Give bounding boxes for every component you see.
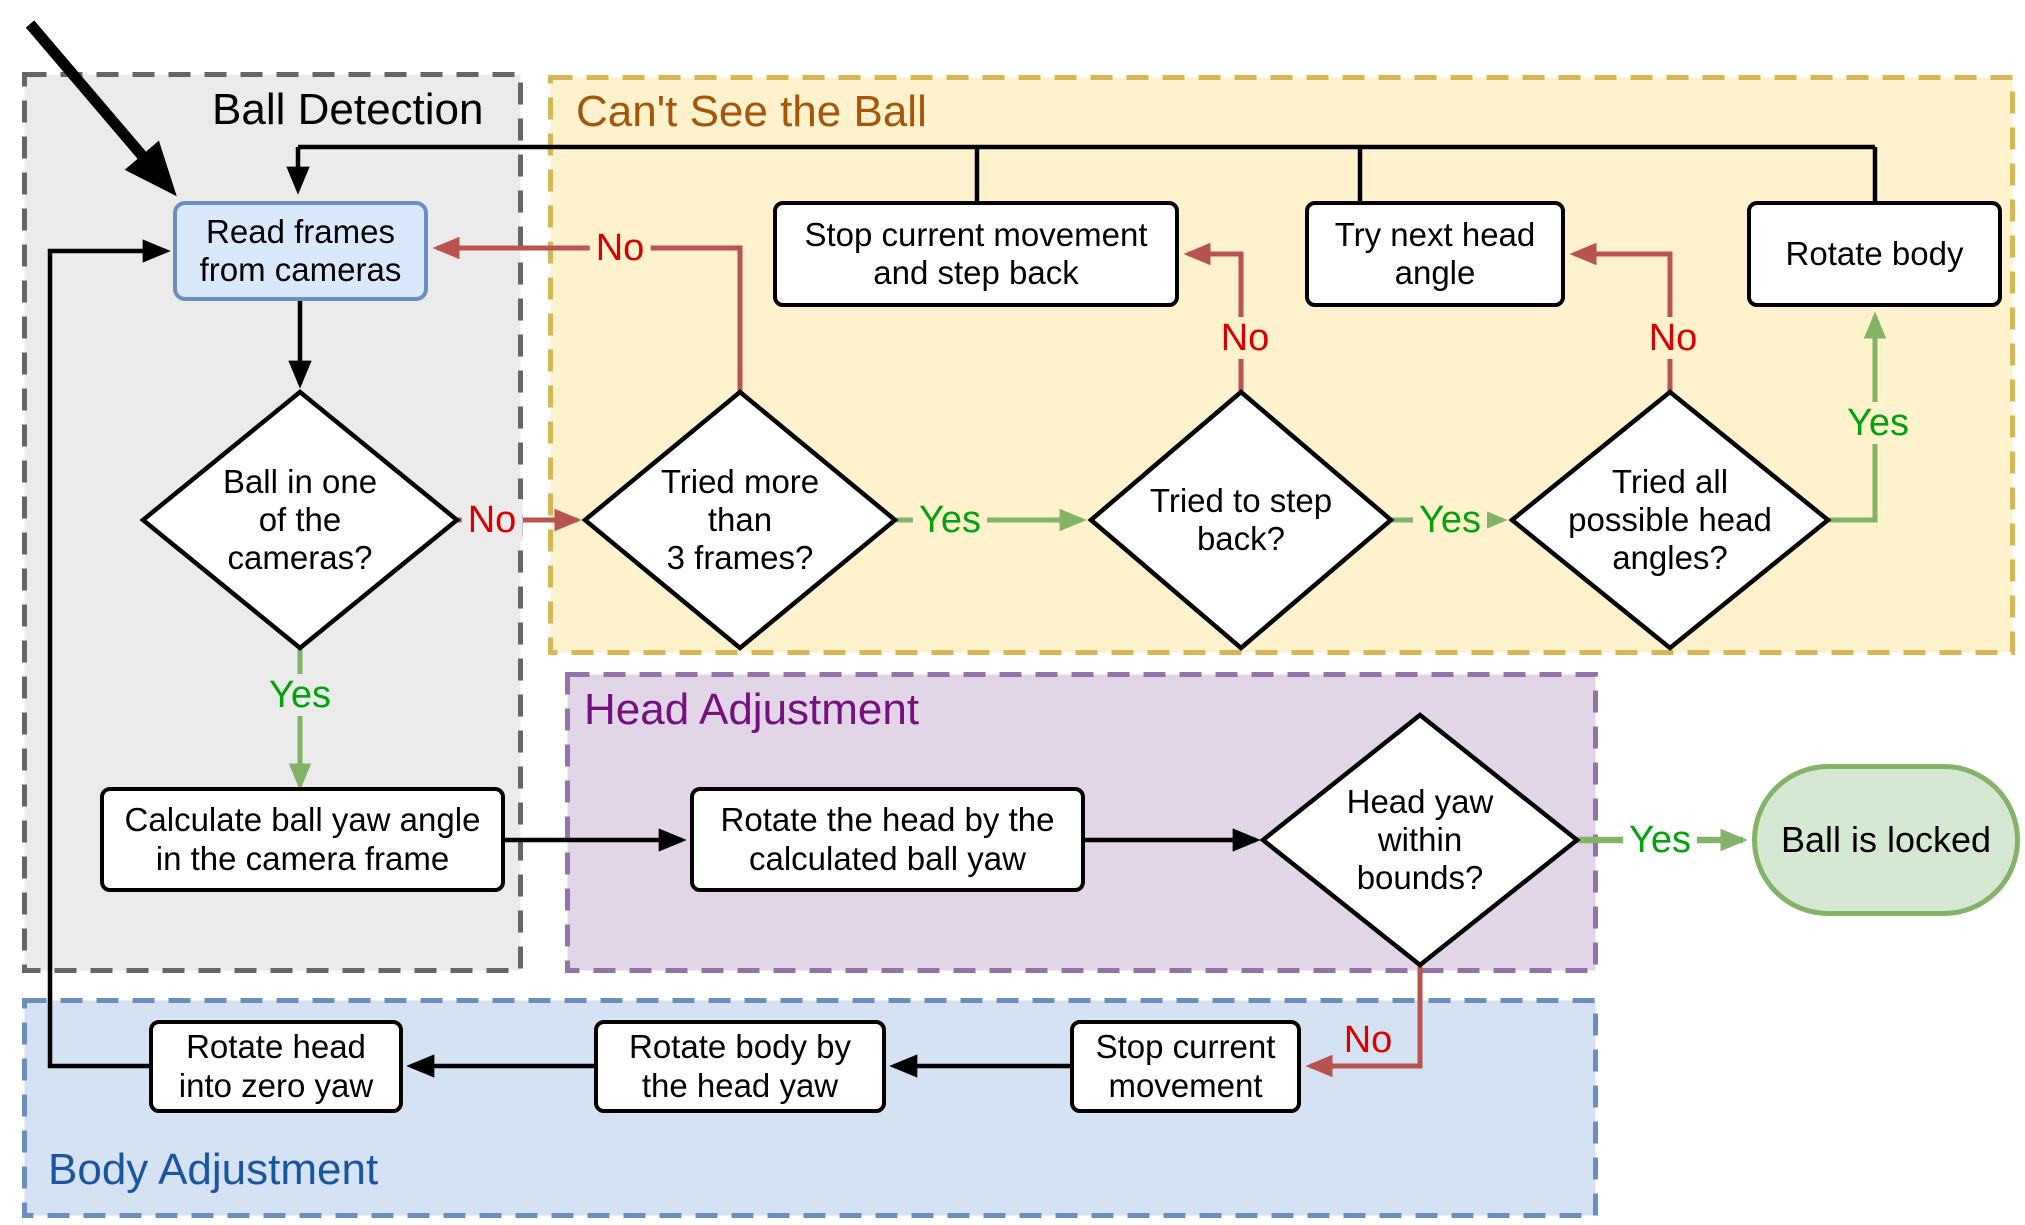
edge-label-no-tried3: No [589, 227, 651, 269]
decision-ball-in-cameras-shape [139, 389, 461, 651]
decision-tried-all-angles-label: Tried all possible head angles? [1568, 462, 1772, 577]
node-stop-and-step-back: Stop current movement and step back [773, 201, 1179, 307]
node-rotate-body: Rotate body [1747, 201, 2002, 307]
node-rotate-body-by-head-yaw: Rotate body by the head yaw [594, 1020, 886, 1113]
edge-no-tried3-to-read-frames [432, 236, 743, 392]
node-rotate-head-by-yaw: Rotate the head by the calculated ball y… [690, 787, 1085, 892]
edge-rotate-head-zero-to-read-frames [47, 239, 171, 1069]
edge-label-no-head-yaw: No [1337, 1019, 1399, 1061]
edge-label-no-ball-in-cameras: No [461, 499, 523, 541]
edge-label-yes-tried3: Yes [913, 499, 987, 541]
node-try-next-head-angle: Try next head angle [1305, 201, 1565, 307]
node-ball-locked: Ball is locked [1752, 764, 2020, 916]
decision-head-yaw-bounds-shape [1259, 712, 1581, 968]
decision-tried3-label: Tried more than 3 frames? [660, 462, 820, 577]
edge-yes-tried-all-to-rotate-body [1828, 311, 1887, 523]
decision-tried-all-angles-shape [1508, 389, 1832, 651]
edge-label-yes-head-yaw: Yes [1623, 819, 1697, 861]
section-title-body-adjustment: Body Adjustment [48, 1145, 379, 1194]
decision-tried3-shape [581, 389, 899, 651]
edge-label-no-tried-step-back: No [1214, 317, 1276, 359]
section-title-ball-detection: Ball Detection [212, 85, 484, 134]
edge-no-head-yaw-to-stop-current [1305, 965, 1423, 1078]
edge-label-yes-ball-in-cameras: Yes [263, 674, 337, 716]
node-calc-ball-yaw: Calculate ball yaw angle in the camera f… [100, 787, 505, 892]
section-title-head-adjustment: Head Adjustment [584, 685, 920, 734]
decision-tried-step-back-shape [1087, 389, 1395, 651]
decision-ball-in-cameras-label: Ball in one of the cameras? [222, 462, 378, 577]
decision-tried-step-back-label: Tried to step back? [1149, 481, 1333, 557]
node-rotate-head-zero: Rotate head into zero yaw [149, 1020, 403, 1113]
edge-label-yes-tried-all-angles: Yes [1841, 402, 1915, 444]
edge-entry-arrow [25, 20, 177, 197]
section-title-cant-see-ball: Can't See the Ball [576, 87, 927, 136]
edge-label-yes-tried-step-back: Yes [1413, 499, 1487, 541]
edge-label-no-tried-all-angles: No [1642, 317, 1704, 359]
decision-head-yaw-bounds-label: Head yaw within bounds? [1346, 782, 1494, 897]
node-read-frames: Read frames from cameras [173, 201, 428, 301]
node-stop-current: Stop current movement [1070, 1020, 1301, 1113]
